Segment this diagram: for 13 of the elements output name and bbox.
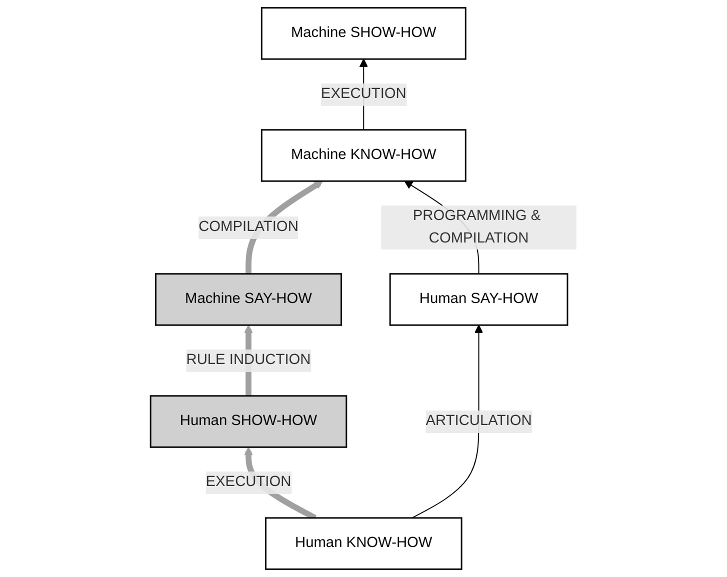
edge-label: EXECUTION — [320, 85, 406, 102]
arrow — [412, 324, 484, 518]
node-box: Machine SAY-HOW — [155, 273, 342, 326]
node-box: Human SAY-HOW — [389, 273, 568, 326]
edge-label: EXECUTION — [206, 474, 292, 490]
edge-label: COMPILATION — [198, 218, 298, 236]
node-box: Human KNOW-HOW — [265, 517, 462, 570]
node-box: Machine KNOW-HOW — [260, 129, 466, 182]
node-box: Machine SHOW-HOW — [260, 7, 466, 60]
edge-label: PROGRAMMING & COMPILATION — [412, 207, 541, 246]
node-box: Human SHOW-HOW — [150, 395, 348, 448]
edge-label: RULE INDUCTION — [186, 351, 311, 368]
edge-label: ARTICULATION — [426, 412, 532, 430]
